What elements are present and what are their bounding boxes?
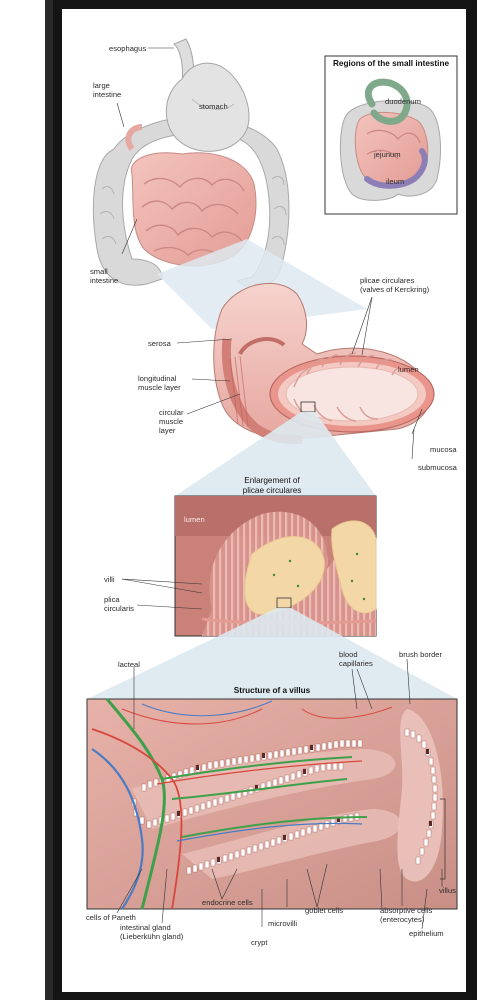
vein-vessel [91, 748, 144, 910]
label-microvilli: microvilli [268, 919, 298, 928]
ileum-region [364, 148, 428, 189]
duodenum-region [364, 78, 411, 125]
label-small-intestine: small intestine [90, 267, 119, 285]
label-large-intestine: large intestine [93, 81, 122, 99]
inset-title: Regions of the small intestine [332, 59, 449, 68]
label-lumen-2: lumen [184, 515, 205, 524]
label-mucosa: mucosa [430, 445, 457, 454]
label-submucosa: submucosa [418, 463, 457, 472]
enlargement-title: Enlargement of plicae circulares [242, 476, 302, 495]
zoom-cone-2 [175, 412, 376, 496]
label-cells-of-paneth: cells of Paneth [86, 913, 136, 922]
label-crypt: crypt [251, 938, 268, 947]
label-intestinal-gland: intestinal gland (Lieberkühn gland) [120, 923, 184, 941]
label-duodenum: duodenum [385, 97, 421, 106]
label-plica-circularis: plica circularis [104, 595, 134, 613]
label-epithelium: epithelium [409, 929, 444, 938]
intestine-cross-section [213, 282, 435, 445]
zoom-cone-3 [87, 608, 457, 699]
label-circular-muscle: circular muscle layer [159, 408, 184, 435]
illustration-canvas: esophagus large intestine stomach small … [62, 9, 466, 992]
leader-lines-section3 [121, 578, 203, 610]
label-goblet-cells: goblet cells [305, 906, 343, 915]
villus-structure [86, 698, 458, 910]
label-stomach: stomach [199, 102, 228, 111]
artery-vessel [91, 728, 183, 910]
leader-lines-section2 [176, 296, 423, 460]
leader-lines-top [116, 47, 174, 255]
label-villi: villi [104, 575, 115, 584]
label-serosa: serosa [148, 339, 171, 348]
label-longitudinal-muscle: longitudinal muscle layer [138, 374, 181, 392]
leader-lines-section4 [116, 658, 443, 930]
small-intestine-shape [130, 152, 257, 267]
label-plicae-circulares: plicae circulares (valves of Kerckring) [360, 276, 430, 294]
label-villus: villus [439, 886, 456, 895]
plicae-enlargement [174, 495, 377, 637]
label-blood-capillaries: blood capillaries [339, 650, 373, 668]
label-jejunum: jejunum [374, 150, 401, 159]
villus-title: Structure of a villus [233, 686, 311, 695]
digestive-organs [92, 38, 290, 289]
frame-edge [45, 0, 53, 1000]
label-lumen-1: lumen [398, 365, 419, 374]
regions-inset [324, 55, 458, 215]
anatomy-illustration [86, 38, 458, 930]
label-esophagus: esophagus [109, 44, 147, 53]
label-brush-border: brush border [399, 650, 443, 659]
stomach-shape [165, 62, 250, 152]
label-ileum: ileum [386, 177, 405, 186]
label-endocrine-cells: endocrine cells [202, 898, 253, 907]
label-lacteal: lacteal [118, 660, 140, 669]
label-absorptive-cells: absorptive cells (enterocytes) [380, 906, 433, 924]
